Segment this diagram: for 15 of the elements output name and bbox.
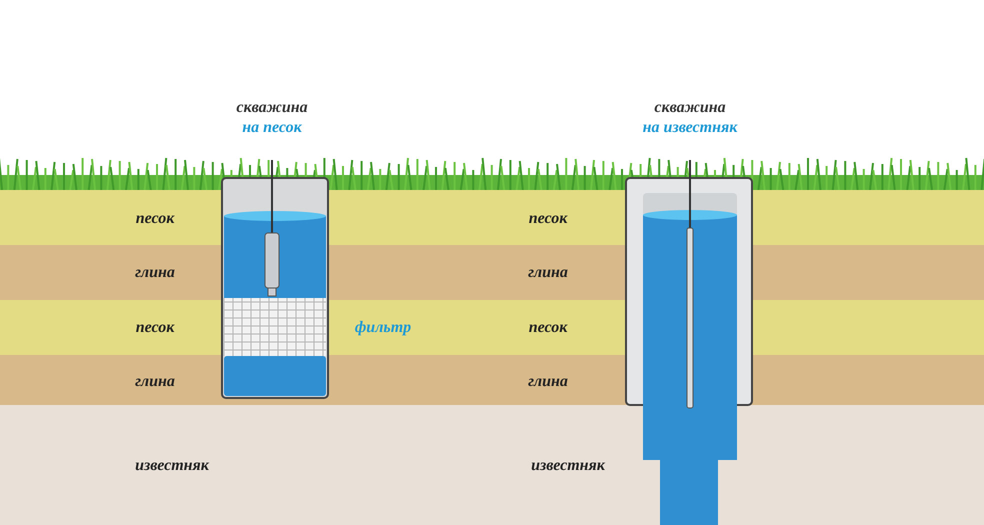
layer-label: глина — [528, 372, 568, 392]
layer-label: песок — [528, 209, 568, 229]
layer-label: песок — [136, 209, 174, 229]
layer-label: глина — [135, 263, 175, 283]
well-heading: на песок — [242, 118, 302, 138]
well-heading: скважина — [236, 98, 308, 118]
layer-label: глина — [135, 372, 175, 392]
layer-label: известняк — [531, 456, 605, 476]
layer-label: глина — [528, 263, 568, 283]
layer-label: известняк — [135, 456, 209, 476]
layer-label: песок — [136, 318, 174, 338]
layer-label: фильтр — [354, 318, 412, 338]
layer-label: песок — [528, 318, 568, 338]
well-heading: скважина — [654, 98, 726, 118]
well-heading: на известняк — [642, 118, 738, 138]
